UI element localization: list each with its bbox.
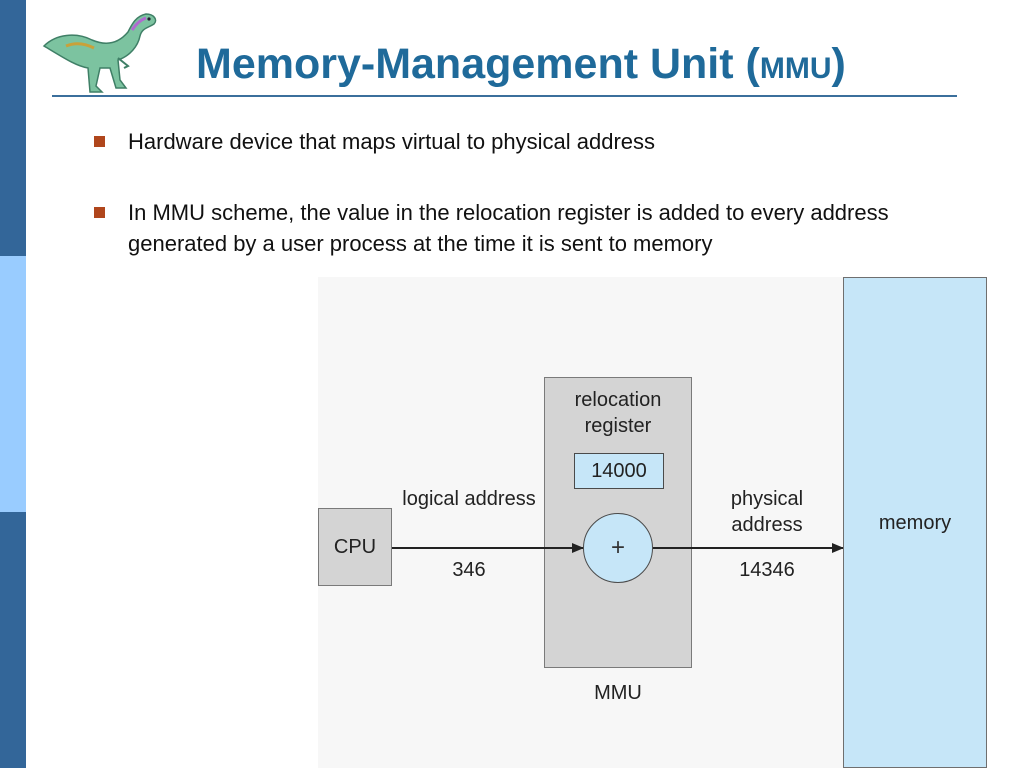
title-close: )	[831, 40, 846, 88]
logical-address-value: 346	[452, 559, 486, 581]
bullet-item: Hardware device that maps virtual to phy…	[94, 126, 974, 157]
relocation-register-value: 14000	[574, 453, 664, 489]
relocation-register-label: relocation register	[574, 389, 662, 437]
left-stripe-middle	[0, 256, 26, 512]
page-title: Memory-Management Unit (MMU)	[196, 38, 846, 95]
mmu-label: MMU	[594, 682, 642, 704]
memory-box: memory	[843, 277, 987, 768]
physical-address-value: 14346	[739, 559, 795, 581]
bullet-text: Hardware device that maps virtual to phy…	[128, 129, 656, 154]
bullet-marker-icon	[94, 136, 105, 147]
left-stripe-top	[0, 0, 26, 256]
bullet-marker-icon	[94, 207, 105, 218]
title-abbreviation: MMU	[759, 52, 832, 85]
title-divider	[52, 95, 957, 97]
title-main: Memory-Management Unit (	[196, 40, 760, 88]
cpu-box: CPU	[318, 508, 392, 586]
logical-address-label: logical address	[402, 488, 536, 510]
bullet-item: In MMU scheme, the value in the relocati…	[94, 197, 974, 259]
bullet-text: In MMU scheme, the value in the relocati…	[128, 200, 889, 256]
physical-address-label: physical address	[730, 488, 804, 536]
adder-circle: +	[583, 513, 653, 583]
bullet-list: Hardware device that maps virtual to phy…	[94, 126, 974, 259]
dinosaur-logo-icon	[42, 13, 157, 93]
left-stripe-bottom	[0, 512, 26, 768]
